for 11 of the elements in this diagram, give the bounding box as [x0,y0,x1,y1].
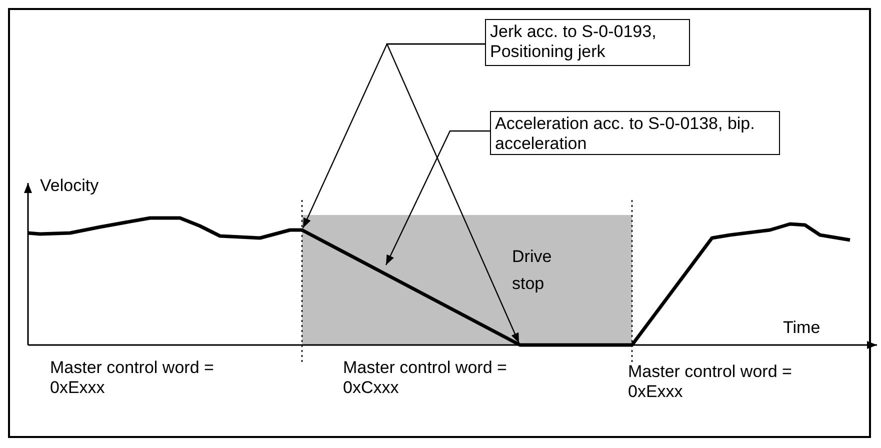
region-label: Drive stop [512,243,582,297]
velocity-curve [28,216,850,347]
axis-label: Time [783,318,822,338]
callout-box: Acceleration acc. to S-0-0138, bip. acceleration [490,111,780,155]
callout-box: Jerk acc. to S-0-0193, Positioning jerk [485,19,690,66]
state-label: Master control word = 0xExxx [628,362,793,402]
axis-label: Velocity [40,176,100,196]
leader-line [386,43,520,344]
leader-line [385,130,490,266]
state-label: Master control word = 0xExxx [50,358,215,398]
state-label: Master control word = 0xCxxx [343,358,508,398]
